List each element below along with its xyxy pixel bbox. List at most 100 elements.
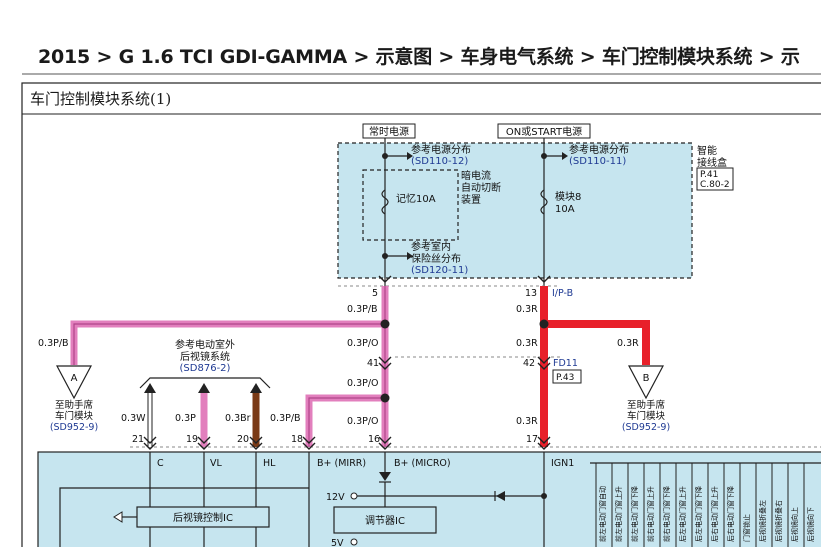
terminal-b-mirr: B+ (MIRR) (317, 458, 366, 469)
cutoff-line-2: 自动切断 (461, 181, 501, 194)
constant-power-box (362, 123, 416, 139)
node-5v (350, 538, 358, 546)
mirror-ref-1: 参考电动室外 (175, 338, 235, 351)
switch-input-label: 门窗锁止 (742, 514, 751, 542)
terminal-hl: HL (263, 458, 276, 469)
junction-box-name-1: 智能 (697, 144, 717, 157)
wire-label-r-1: 0.3R (516, 304, 538, 315)
pin-18: 18 (291, 434, 303, 445)
diagram-frame (21, 82, 821, 547)
jb-left-ref-arrowhead (407, 152, 413, 160)
destination-b-triangle (628, 365, 664, 400)
wire-label-po-3: 0.3P/O (347, 416, 379, 427)
cutoff-line-1: 暗电流 (461, 169, 491, 182)
pink-splice-top (380, 319, 390, 329)
cutoff-line-3: 装置 (461, 193, 481, 206)
chevron-pin20 (249, 436, 263, 450)
terminal-vl: VL (210, 458, 222, 469)
pin-13: 13 (525, 288, 537, 299)
wire-label-pb-18: 0.3P/B (270, 413, 301, 424)
wire-label-r-3: 0.3R (516, 416, 538, 427)
junction-box-ref-box (696, 167, 734, 191)
mirror-ref-2: 后视镜系统 (180, 350, 230, 363)
switch-input-label: 前右电动门窗上升 (646, 486, 655, 542)
pin-41: 41 (367, 358, 379, 369)
power-dist-left-2: (SD110-12) (411, 156, 468, 167)
regulator-ic-label: 调节器IC (365, 515, 405, 527)
chevron-j41 (378, 356, 392, 370)
module8-fuse-label-1: 模块8 (555, 191, 581, 203)
pin-17: 17 (526, 434, 538, 445)
mirror-wire-vl-arrow (198, 383, 210, 393)
module8-fuse-symbol (540, 189, 548, 215)
terminal-c: C (157, 458, 164, 469)
mirror-ic-output-arrow (113, 511, 123, 523)
wire-label-br: 0.3Br (225, 413, 251, 424)
switch-input-label: 后视镜折叠左 (758, 500, 767, 542)
junction-box-name-2: 接线盒 (697, 156, 727, 169)
mirror-wire-c-arrow (144, 383, 156, 393)
wire-label-pb-main: 0.3P/B (347, 304, 378, 315)
power-dist-right-1: 参考电源分布 (569, 143, 629, 156)
red-splice (539, 319, 549, 329)
micro-diode (379, 472, 391, 481)
junction-box-ref-1: P.41 (700, 170, 718, 180)
mirror-ref-3: (SD876-2) (180, 363, 231, 374)
destination-b-line1: 至助手席 (627, 399, 666, 411)
mirror-ref-bracket (139, 377, 271, 389)
switch-input-label: 后视镜向上 (790, 507, 799, 542)
constant-power-label: 常时电源 (369, 125, 409, 138)
destination-b-line2: 车门模块 (627, 410, 666, 422)
fuse-dist-1: 参考室内 (411, 240, 451, 253)
switch-input-label: 前左电动门窗自动 (598, 486, 607, 542)
power-dist-right-2: (SD110-11) (569, 156, 626, 167)
switch-input-label: 后视镜向下 (806, 507, 815, 542)
chevron-pin17 (537, 436, 551, 450)
pink-wire-to-18-core (308, 397, 385, 447)
destination-a-line2: 车门模块 (55, 410, 94, 422)
wire-label-r-b: 0.3R (617, 338, 639, 349)
node-ign1-bus (541, 493, 547, 499)
node-12v (350, 492, 358, 500)
fuse-dist-3: (SD120-11) (411, 265, 468, 276)
switch-input-label: 前右电动门窗下降 (662, 486, 671, 542)
smart-junction-box (337, 142, 693, 279)
chevron-pin21 (143, 436, 157, 450)
chevron-pin13 (537, 275, 551, 283)
terminal-12v: 12V (326, 492, 345, 503)
pin-16: 16 (368, 434, 380, 445)
red-wire-to-b (544, 320, 650, 365)
jb-right-ref-arrowhead (562, 152, 568, 160)
wire-label-po-2: 0.3P/O (347, 378, 379, 389)
switch-input-labels: 前左电动门窗自动前左电动门窗上升前左电动门窗下降前右电动门窗上升前右电动门窗下降… (595, 463, 815, 547)
fd11-ref: P.43 (556, 373, 574, 383)
on-start-power-label: ON或START电源 (506, 125, 582, 138)
module8-fuse-label-2: 10A (555, 204, 575, 215)
switch-input-label: 前左电动门窗上升 (614, 486, 623, 542)
destination-a-ref: (SD952-9) (50, 422, 98, 433)
chevron-j42 (537, 356, 551, 370)
pin-19: 19 (186, 434, 198, 445)
internal-bus (59, 487, 309, 547)
breadcrumb[interactable]: 2015 > G 1.6 TCI GDI-GAMMA > 示意图 > 车身电气系… (38, 46, 800, 68)
wire-label-w: 0.3W (121, 413, 146, 424)
page-title: 车门控制模块系统(1) (30, 90, 172, 108)
mirror-control-ic-label: 后视镜控制IC (173, 511, 233, 524)
pin-42: 42 (523, 358, 535, 369)
junction-box-ref-2: C.80-2 (700, 180, 730, 190)
switch-input-label: 后右电动门窗下降 (726, 486, 735, 542)
wire-label-r-2: 0.3R (516, 338, 538, 349)
mirror-wire-hl-arrow (250, 383, 262, 393)
switch-input-label: 后视镜折叠右 (774, 500, 783, 542)
switch-input-label: 后左电动门窗下降 (694, 486, 703, 542)
chevron-pin18 (302, 436, 316, 450)
switch-input-label: 前左电动门窗下降 (630, 486, 639, 542)
chevron-pin5 (378, 275, 392, 283)
chevron-pin19 (197, 436, 211, 450)
fuse-dist-ref-arrowhead (407, 252, 413, 260)
chevron-pin16 (378, 436, 392, 450)
terminal-b-micro: B+ (MICRO) (394, 458, 451, 469)
switch-input-label: 后右电动门窗上升 (710, 486, 719, 542)
terminal-ign1: IGN1 (551, 458, 574, 469)
